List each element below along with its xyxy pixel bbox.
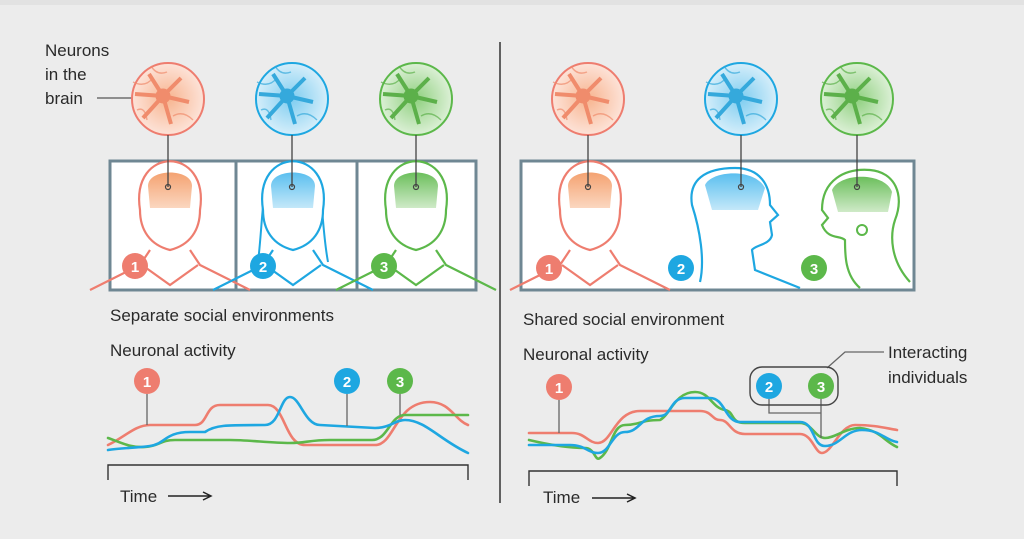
svg-text:3: 3: [380, 259, 388, 276]
person-1-head: [88, 160, 252, 292]
chart-badge-3: 3: [808, 373, 834, 399]
svg-text:2: 2: [677, 261, 685, 278]
neurons-label-line2: in the: [45, 65, 87, 84]
person-3-head: [334, 160, 498, 292]
top-strip: [0, 0, 1024, 5]
svg-text:1: 1: [545, 261, 553, 278]
neuron-circle-2: [704, 62, 778, 136]
trace-person-1: [527, 409, 899, 455]
left-activity-label: Neuronal activity: [110, 341, 236, 360]
right-activity-traces: [527, 390, 899, 461]
person-2-profile: [690, 166, 801, 290]
badge-person-2: 2: [668, 255, 694, 281]
left-activity-traces: [106, 395, 470, 455]
svg-text:2: 2: [343, 374, 351, 391]
svg-text:1: 1: [555, 380, 563, 397]
left-time-label: Time: [120, 487, 157, 506]
svg-text:1: 1: [131, 259, 139, 276]
right-panel: 1 2 3 Shared social environment Neuronal…: [508, 62, 967, 507]
chart-badge-2: 2: [334, 368, 360, 394]
interacting-label-line2: individuals: [888, 368, 967, 387]
time-bracket: [107, 464, 469, 480]
neuron-circle-1: [551, 62, 625, 136]
svg-text:1: 1: [143, 374, 151, 391]
neuron-circle-2: [255, 62, 329, 136]
left-panel: Neurons in the brain 1 2 3 Separate soci…: [45, 41, 498, 506]
neuron-circle-3: [820, 62, 894, 136]
earring-icon: [856, 224, 868, 236]
badge-person-1: 1: [536, 255, 562, 281]
right-time-label: Time: [543, 488, 580, 507]
shared-environment-title: Shared social environment: [523, 310, 725, 329]
chart-badge-3: 3: [387, 368, 413, 394]
badge-person-3: 3: [801, 255, 827, 281]
interacting-group-outline: [749, 366, 839, 406]
person-3-profile: [820, 168, 911, 289]
trace-person-2: [527, 396, 899, 455]
time-arrow-icon: [168, 491, 213, 501]
svg-text:3: 3: [810, 261, 818, 278]
trace-person-2: [106, 395, 470, 455]
svg-text:3: 3: [817, 379, 825, 396]
neuron-circle-3: [379, 62, 453, 136]
trace-person-1: [106, 400, 470, 447]
interacting-label-line1: Interacting: [888, 343, 967, 362]
svg-text:2: 2: [765, 379, 773, 396]
neurons-label-line3: brain: [45, 89, 83, 108]
chart-badge-1: 1: [134, 368, 160, 394]
person-1-head: [508, 160, 672, 292]
svg-text:2: 2: [259, 259, 267, 276]
badge-person-3: 3: [371, 253, 397, 279]
chart-badge-1: 1: [546, 374, 572, 400]
right-activity-label: Neuronal activity: [523, 345, 649, 364]
neurons-label-line1: Neurons: [45, 41, 109, 60]
separate-environments-title: Separate social environments: [110, 306, 334, 325]
badge-person-1: 1: [122, 253, 148, 279]
time-bracket: [528, 470, 898, 486]
chart-badge-2: 2: [756, 373, 782, 399]
trace-person-3: [527, 390, 899, 461]
svg-text:3: 3: [396, 374, 404, 391]
neuron-circle-1: [131, 62, 205, 136]
interacting-leader-line: [826, 351, 884, 369]
badge-person-2: 2: [250, 253, 276, 279]
time-arrow-icon: [592, 493, 637, 503]
